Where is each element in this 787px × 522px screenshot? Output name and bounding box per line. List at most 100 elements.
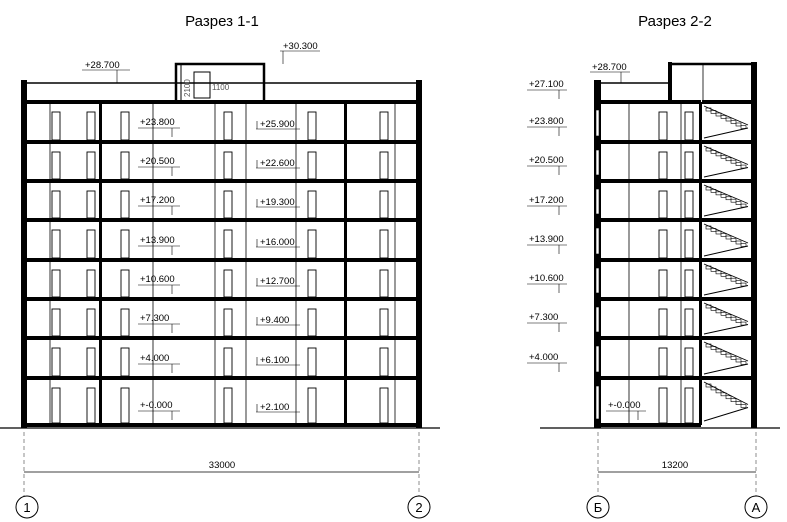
section-1-dim-small-2: 2100	[183, 79, 192, 97]
section-1-door	[307, 387, 317, 424]
section-2-step	[740, 361, 747, 365]
section-2-step	[725, 314, 732, 319]
section-2-step	[740, 282, 747, 287]
section-2-floor-mark: +13.900	[529, 234, 564, 245]
section-1-door	[51, 229, 61, 259]
section-1-title: Разрез 1-1	[185, 13, 259, 30]
section-1-bearing-wall	[344, 144, 347, 179]
section-2-step	[720, 392, 727, 397]
section-1-bearing-wall	[99, 340, 102, 376]
section-2-step	[735, 358, 742, 363]
section-1-door	[379, 347, 389, 377]
section-2-flight	[703, 324, 749, 335]
axis-bubble-1	[15, 495, 39, 519]
section-2-landing	[702, 179, 751, 183]
section-2-step	[730, 198, 737, 203]
section-1-bearing-wall	[99, 380, 102, 423]
section-2-floor-mark: +27.100	[529, 79, 564, 90]
section-2-step	[720, 233, 727, 237]
section-2-door	[658, 269, 668, 298]
section-2-step	[705, 107, 712, 112]
section-2-step	[705, 265, 712, 270]
section-1-floor-mark: +10.600	[140, 274, 175, 285]
section-2-step	[705, 186, 712, 191]
section-2-flight	[703, 167, 749, 178]
section-2-step	[705, 343, 712, 348]
section-2-landing	[702, 140, 751, 144]
section-1-slab	[24, 218, 419, 222]
section-2-window	[595, 306, 600, 333]
section-2-step	[730, 277, 737, 282]
section-1-door	[51, 308, 61, 337]
section-2-slab	[597, 376, 701, 380]
section-1-roof-mark: +28.700	[85, 60, 120, 71]
section-2-landing	[702, 376, 751, 380]
section-1-door	[120, 229, 130, 259]
section-1-door	[120, 151, 130, 180]
section-2-door	[684, 229, 694, 259]
section-1-dim-small: 1100	[212, 83, 230, 92]
section-1-door	[379, 387, 389, 424]
section-1-door	[51, 190, 61, 219]
section-1-slab	[24, 179, 419, 183]
section-1-door	[307, 308, 317, 337]
section-1-bearing-wall	[99, 104, 102, 140]
section-2-step	[725, 196, 732, 201]
section-1-slab	[24, 297, 419, 301]
section-2-step	[710, 386, 717, 391]
section-1-door	[51, 387, 61, 424]
section-2-step	[725, 353, 732, 358]
section-2-step	[715, 389, 722, 394]
axis-bubble-a	[744, 495, 768, 519]
section-1-door	[120, 111, 130, 141]
section-1-door	[86, 151, 96, 180]
axis-label-2: 2	[415, 500, 422, 515]
section-2-floor-mark: +17.200	[529, 195, 564, 206]
section-1-floor-mark: +7.300	[140, 313, 169, 324]
section-2-door	[684, 269, 694, 298]
section-1-floor-mark: +13.900	[140, 235, 175, 246]
section-1-floor-mark: +4.000	[140, 353, 169, 364]
section-2-step	[730, 159, 737, 164]
section-1-stair-mark: +16.000	[260, 237, 295, 248]
section-1-door	[120, 269, 130, 298]
section-2-window	[595, 109, 600, 137]
section-1-door	[379, 308, 389, 337]
section-1-stair-mark: +12.700	[260, 276, 295, 287]
section-2-door	[684, 347, 694, 377]
section-2-step	[740, 125, 747, 129]
section-1-bearing-wall	[344, 380, 347, 423]
section-2-floor-mark: +4.000	[529, 352, 558, 363]
section-1-slab	[24, 140, 419, 144]
section-1-door	[86, 308, 96, 337]
section-1-right-wall	[416, 80, 422, 428]
section-1-door	[223, 151, 233, 180]
section-1-door	[307, 151, 317, 180]
section-2-step	[720, 351, 727, 355]
section-1-stair-mark: +6.100	[260, 355, 289, 366]
section-1-floor-mark: +20.500	[140, 156, 175, 167]
axis-bubble-b	[586, 495, 610, 519]
section-2-door	[658, 347, 668, 377]
section-1-bearing-wall	[344, 301, 347, 336]
section-2-landing	[702, 336, 751, 340]
section-2-step	[720, 312, 727, 316]
section-1-stair-mark: +9.400	[260, 315, 289, 326]
section-2-step	[735, 319, 742, 323]
section-2-step	[725, 275, 732, 280]
section-1-roof-door	[193, 71, 211, 99]
section-1-door	[223, 347, 233, 377]
section-2-door	[658, 229, 668, 259]
section-2-step	[710, 110, 717, 114]
section-1-door	[307, 347, 317, 377]
section-1-door	[379, 269, 389, 298]
section-2-step	[715, 191, 722, 196]
section-2-step	[725, 395, 732, 400]
section-2-floor-mark: +20.500	[529, 155, 564, 166]
section-1-door	[86, 229, 96, 259]
section-2-slab	[597, 140, 701, 144]
section-2-step	[720, 115, 727, 119]
section-2-step	[710, 346, 717, 350]
section-2-window	[595, 267, 600, 294]
section-2-landing	[702, 100, 751, 104]
